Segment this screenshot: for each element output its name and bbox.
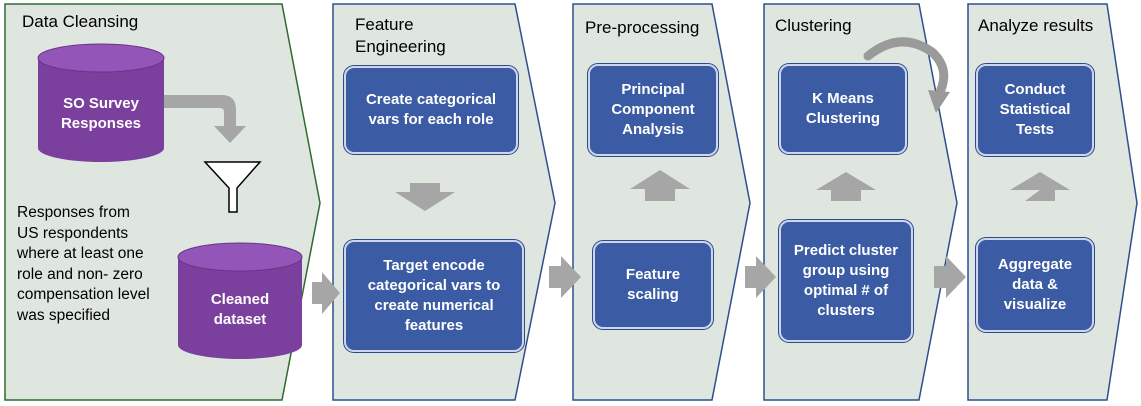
arrow-up-clustering: [816, 172, 876, 201]
filter-note-line: where at least one: [17, 245, 144, 262]
source-database-label: SO Survey Responses: [40, 94, 162, 134]
source-database-label-line: SO Survey: [63, 95, 139, 112]
cleaned-database-label: Cleaned dataset: [180, 290, 300, 330]
bent-arrow-down: [164, 95, 246, 143]
filter-note-line: US respondents: [17, 224, 129, 242]
filter-note-line: role and non- zero: [17, 265, 143, 283]
stage-arrow-1: [312, 272, 340, 314]
cleaned-database-label-line: dataset: [213, 311, 267, 328]
arrow-up-pre-processing: [630, 170, 690, 201]
stage-title-pre-processing: Pre-processing: [585, 18, 700, 37]
filter-criteria-note: Responses from US respondents where at l…: [17, 203, 182, 326]
loop-arrow-icon: [863, 37, 950, 113]
filter-note-line: compensation level: [17, 286, 150, 303]
k-means-clustering-box: K Means Clustering: [779, 64, 907, 154]
source-database-label-line: Responses: [60, 115, 142, 132]
stage-title-analyze-results: Analyze results: [978, 16, 1094, 35]
stage-title-clustering: Clustering: [775, 16, 852, 35]
cleaned-database-cylinder: [177, 242, 303, 359]
stage-arrow-3: [745, 256, 776, 298]
filter-funnel-icon: [203, 161, 262, 213]
feature-scaling-box: Feature scaling: [593, 241, 713, 329]
filter-note-line: was specified: [17, 306, 111, 324]
stage-title-feature-engineering: Feature Engineering: [355, 14, 446, 58]
filter-note-line: Responses from: [17, 204, 130, 221]
arrow-up-analyze: [1010, 172, 1070, 201]
predict-cluster-box: Predict cluster group using optimal # of…: [779, 220, 913, 342]
aggregate-visualize-box: Aggregate data & visualize: [976, 238, 1094, 332]
create-categorical-vars-box: Create categorical vars for each role: [344, 66, 518, 154]
pca-box: Principal Component Analysis: [588, 64, 718, 156]
conduct-statistical-tests-box: Conduct Statistical Tests: [976, 64, 1094, 156]
stage-arrow-4: [934, 256, 966, 298]
source-database-cylinder: [37, 43, 165, 162]
stage-title-data-cleansing: Data Cleansing: [22, 12, 139, 31]
stage-title-line: Feature: [355, 15, 414, 34]
cleaned-database-label-line: Cleaned: [210, 291, 270, 308]
stage-arrow-2: [549, 256, 581, 298]
arrow-down-feature-engineering: [395, 183, 455, 211]
target-encode-box: Target encode categorical vars to create…: [344, 240, 524, 352]
stage-title-line: Engineering: [355, 37, 446, 56]
